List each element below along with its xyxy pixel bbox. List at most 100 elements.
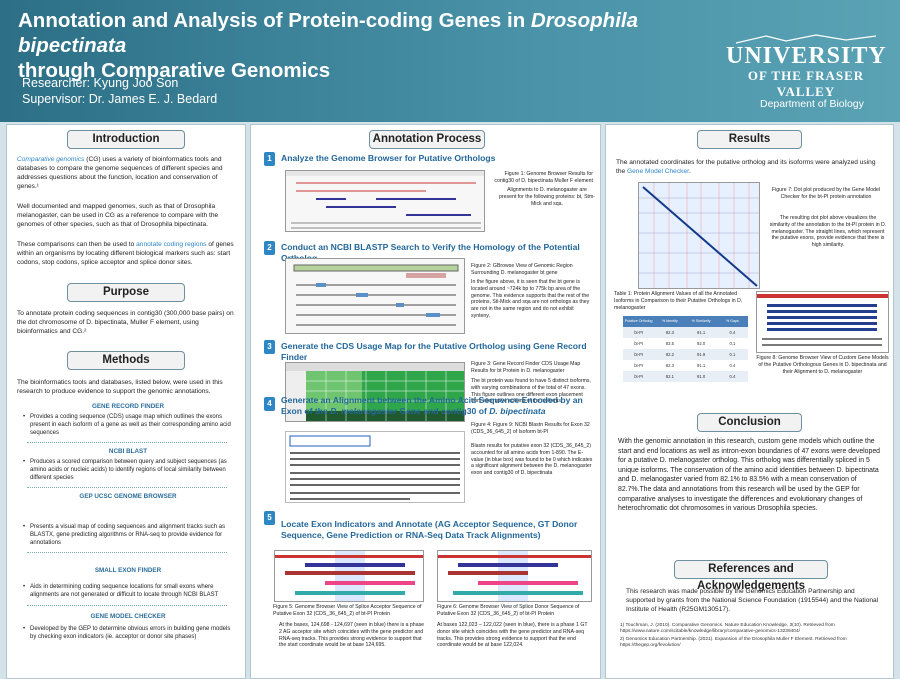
step-title: Generate the CDS Usage Map for the Putat… bbox=[281, 341, 587, 362]
title-species: Drosophila bipectinata bbox=[18, 9, 638, 57]
table-header-cell: % Gaps bbox=[725, 319, 739, 323]
tool-description: Developed by the GEP to determine obviou… bbox=[21, 625, 237, 641]
step-title-species: D. melanogaster bbox=[330, 406, 398, 416]
researcher-name: Researcher: Kyung Joo Son bbox=[22, 76, 179, 90]
table-cell: 0.4 bbox=[729, 330, 736, 335]
intro-text-3b: of genes within an organisms by locating… bbox=[17, 241, 234, 266]
tool-description: Produces a scored comparison between que… bbox=[21, 458, 237, 482]
figure-note: Blastn results for putative exon 32 (CDS… bbox=[471, 443, 593, 477]
comparative-genomics-link[interactable]: Comparative genomics bbox=[17, 156, 85, 163]
results-text-part: . bbox=[688, 168, 691, 175]
gene-model-checker-link[interactable]: Gene Model Checker bbox=[627, 168, 689, 175]
cds-usage-map bbox=[285, 362, 465, 422]
table-cell: bt-PI bbox=[634, 330, 644, 335]
figure-note: At bases 122,023 – 122,022 (seen in blue… bbox=[437, 622, 588, 649]
tool-name: GENE RECORD FINDER bbox=[91, 403, 165, 410]
divider bbox=[27, 605, 227, 606]
table-cell: 82.3 bbox=[665, 363, 674, 368]
table-header-cell: % Similarity bbox=[691, 319, 711, 323]
left-column: Introduction Comparative genomics (CG) u… bbox=[6, 124, 246, 679]
table-cell: 91.0 bbox=[697, 374, 706, 379]
blast-alignment-text bbox=[289, 435, 460, 500]
intro-paragraph-1: Comparative genomics (CG) uses a variety… bbox=[17, 155, 239, 191]
figure-caption: Figure 2: GBrowse View of Genomic Region… bbox=[471, 263, 573, 276]
figure-note: Alignments to D. melanogaster are presen… bbox=[499, 187, 596, 207]
tool-name: SMALL EXON FINDER bbox=[94, 567, 162, 574]
references-heading: References and Acknowledgements bbox=[674, 560, 828, 592]
conclusion-heading: Conclusion bbox=[697, 413, 802, 432]
figure-caption: Figure 7: Dot plot produced by the Gene … bbox=[771, 187, 881, 200]
tool-name: GENE MODEL CHECKER bbox=[90, 613, 166, 620]
middle-column: Annotation Process 1 Analyze the Genome … bbox=[250, 124, 601, 679]
intro-paragraph-3: These comparisons can then be used to an… bbox=[17, 240, 239, 267]
step-title-species: D. bipectinata bbox=[489, 406, 546, 416]
table-cell: 82.3 bbox=[665, 330, 674, 335]
figure-caption: Figure 5: Genome Browser View of Splice … bbox=[273, 604, 422, 617]
cds-usage-grid bbox=[286, 363, 464, 421]
table-cell: 0.1 bbox=[729, 341, 736, 346]
logo-line-2: OF THE FRASER VALLEY bbox=[747, 68, 865, 99]
table-caption: Table 1: Protein Alignment Values of all… bbox=[614, 291, 743, 311]
splice-acceptor-tracks bbox=[275, 551, 423, 601]
splice-donor-figure bbox=[437, 550, 592, 602]
purpose-heading: Purpose bbox=[67, 283, 185, 302]
tool-description: Presents a visual map of coding sequence… bbox=[21, 523, 237, 547]
splice-donor-tracks bbox=[438, 551, 591, 601]
reference-item: 2) Genomics Education Partnership. (2021… bbox=[620, 637, 847, 648]
purpose-text: To annotate protein coding sequences in … bbox=[17, 310, 234, 335]
right-column: Results The annotated coordinates for th… bbox=[605, 124, 894, 679]
title-part-2: through Comparative Genomics bbox=[18, 59, 331, 82]
title-part: Annotation and Analysis of Protein-codin… bbox=[18, 9, 531, 32]
figure-caption: Figure 1: Genome Browser Results for con… bbox=[494, 171, 593, 184]
tool-name: GEP UCSC GENOME BROWSER bbox=[79, 493, 177, 500]
annotation-process-heading: Annotation Process bbox=[369, 130, 485, 149]
divider bbox=[27, 552, 227, 553]
acknowledgement-text: This research was made possible by the G… bbox=[626, 588, 879, 613]
table-cell: 91.1 bbox=[697, 363, 706, 368]
gbrowse-figure bbox=[285, 258, 465, 334]
table-cell: 91.1 bbox=[697, 330, 706, 335]
divider bbox=[27, 442, 227, 443]
step-number: 2 bbox=[264, 241, 275, 255]
dot-plot-graphic bbox=[639, 183, 759, 288]
table-row: bt-PI 82.3 91.1 0.4 bbox=[623, 327, 748, 338]
custom-gene-models-tracks bbox=[757, 294, 888, 346]
university-logo: UNIVERSITY OF THE FRASER VALLEY bbox=[726, 34, 886, 100]
genome-browser-tracks bbox=[286, 171, 484, 229]
methods-intro: The bioinformatics tools and databases, … bbox=[17, 379, 223, 395]
step-title-part: Gene and contig30 of bbox=[397, 406, 490, 416]
table-header-cell: % Identity bbox=[661, 319, 678, 323]
table-cell: bt-PI bbox=[634, 374, 644, 379]
intro-text-3a: These comparisons can then be used to bbox=[17, 241, 137, 248]
table-cell: 82.2 bbox=[665, 352, 674, 357]
annotate-link[interactable]: annotate coding regions bbox=[136, 241, 207, 248]
alignment-table: Putative Ortholog % Identity % Similarity%… bbox=[623, 316, 748, 382]
tool-description: Provides a coding sequence (CDS) usage m… bbox=[21, 413, 237, 437]
step-number: 5 bbox=[264, 511, 275, 525]
figure-note: At the bases, 124,698 - 124,697 (seen in… bbox=[279, 622, 425, 649]
step-title-part: Generate an Alignment between the Amino … bbox=[281, 395, 583, 416]
table-cell: bt-PI bbox=[634, 363, 644, 368]
results-text-part: The annotated coordinates for the putati… bbox=[616, 159, 876, 175]
results-heading: Results bbox=[697, 130, 802, 149]
intro-text-1: (CG) uses a variety of bioinformatics to… bbox=[17, 156, 223, 190]
blast-alignment-figure bbox=[285, 431, 465, 503]
step-title: Analyze the Genome Browser for Putative … bbox=[281, 153, 496, 163]
step-title: Locate Exon Indicators and Annotate (AG … bbox=[281, 519, 578, 540]
figure-caption: Figure 4: Figure 9: NCBI Blastn Results … bbox=[471, 422, 590, 435]
table-cell: bt-PI bbox=[634, 352, 644, 357]
table-header-cell: Putative Ortholog bbox=[624, 319, 653, 323]
tool-name: NCBI BLAST bbox=[108, 448, 148, 455]
table-cell: 82.1 bbox=[665, 374, 674, 379]
table-header-row: Putative Ortholog % Identity % Similarity%… bbox=[623, 316, 748, 327]
custom-gene-models-figure bbox=[756, 291, 889, 353]
step-title: Generate an Alignment between the Amino … bbox=[281, 395, 596, 417]
step-number: 1 bbox=[264, 152, 275, 166]
logo-line-1: UNIVERSITY bbox=[726, 43, 887, 69]
genome-browser-figure bbox=[285, 170, 485, 232]
